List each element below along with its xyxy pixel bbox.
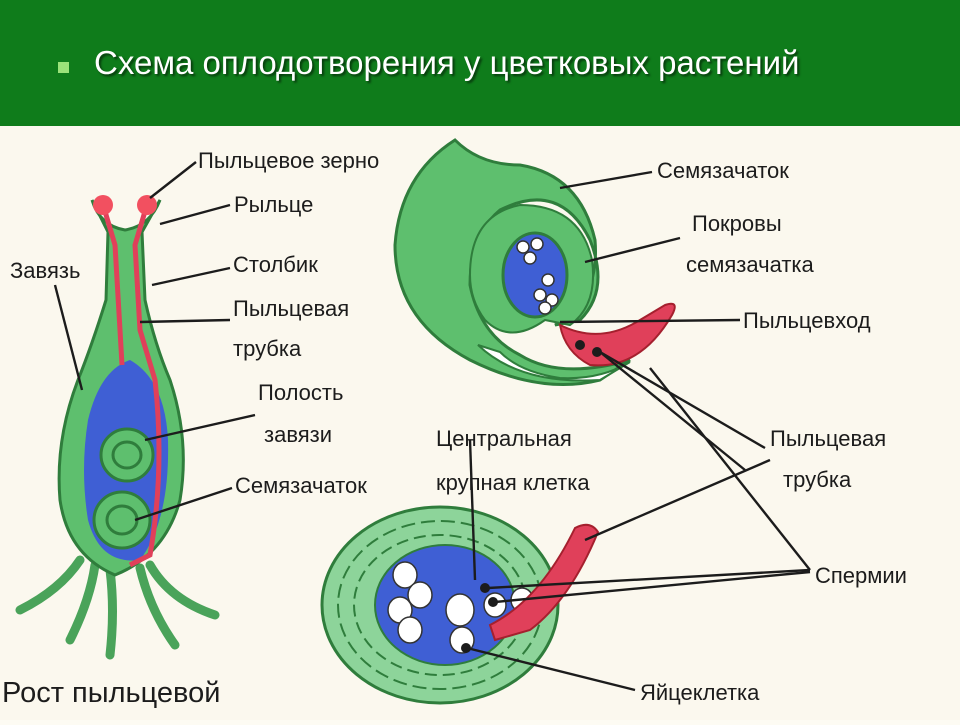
label-ovary: Завязь: [10, 258, 80, 283]
label-pollen-grain: Пыльцевое зерно: [198, 148, 379, 173]
pistil-illustration: [15, 195, 220, 660]
pollen-grain-right: [137, 195, 157, 215]
slide-title: Схема оплодотворения у цветковых растени…: [94, 44, 800, 81]
pollen-tube-top: [558, 302, 676, 367]
label-ovule-left: Семязачаток: [235, 473, 367, 498]
egg-nucleus: [461, 643, 471, 653]
sperm-bottom-2: [488, 597, 498, 607]
sperm-bottom-1: [480, 583, 490, 593]
caption-pollen-growth: Рост пыльцевой: [2, 677, 220, 709]
label-stigma: Рыльце: [234, 192, 313, 217]
sperm-top-2: [592, 347, 602, 357]
label-ovary-cavity-2: завязи: [264, 422, 332, 447]
embryo-sac-illustration: [320, 505, 600, 705]
label-ovary-cavity-1: Полость: [258, 380, 343, 405]
label-pollen-tube-1: Пыльцевая: [233, 296, 349, 321]
fertilization-diagram: Пыльцевое зерно Рыльце Завязь Столбик Пы…: [2, 138, 907, 709]
label-pollen-tube-right-1: Пыльцевая: [770, 426, 886, 451]
label-micropyle: Пыльцевход: [743, 308, 871, 333]
sperm-top-1: [575, 340, 585, 350]
label-central-cell-1: Центральная: [436, 426, 572, 451]
left-ovules: [92, 427, 155, 550]
pollen-grain-left: [93, 195, 113, 215]
label-pollen-tube-right-2: трубка: [783, 467, 852, 492]
embryo-sac-nuclei: [387, 561, 534, 654]
label-style: Столбик: [233, 252, 318, 277]
label-ovule-top: Семязачаток: [657, 158, 789, 183]
label-egg-cell: Яйцеклетка: [640, 680, 760, 705]
label-integuments-1: Покровы: [692, 211, 782, 236]
label-central-cell-2: крупная клетка: [436, 470, 590, 495]
pollen-tube-right: [128, 207, 162, 568]
diagram-panel: Пыльцевое зерно Рыльце Завязь Столбик Пы…: [0, 126, 960, 720]
embryo-sac-cells: [516, 237, 559, 315]
label-pollen-tube-2: трубка: [233, 336, 302, 361]
bullet-icon: [58, 62, 69, 73]
label-integuments-2: семязачатка: [686, 252, 815, 277]
leader-lines: [53, 161, 811, 692]
pollen-tube-left: [101, 207, 125, 366]
label-sperms: Спермии: [815, 563, 907, 588]
title-bar: Схема оплодотворения у цветковых растени…: [0, 0, 960, 126]
ovule-illustration: [393, 138, 676, 386]
sepals: [15, 555, 220, 660]
